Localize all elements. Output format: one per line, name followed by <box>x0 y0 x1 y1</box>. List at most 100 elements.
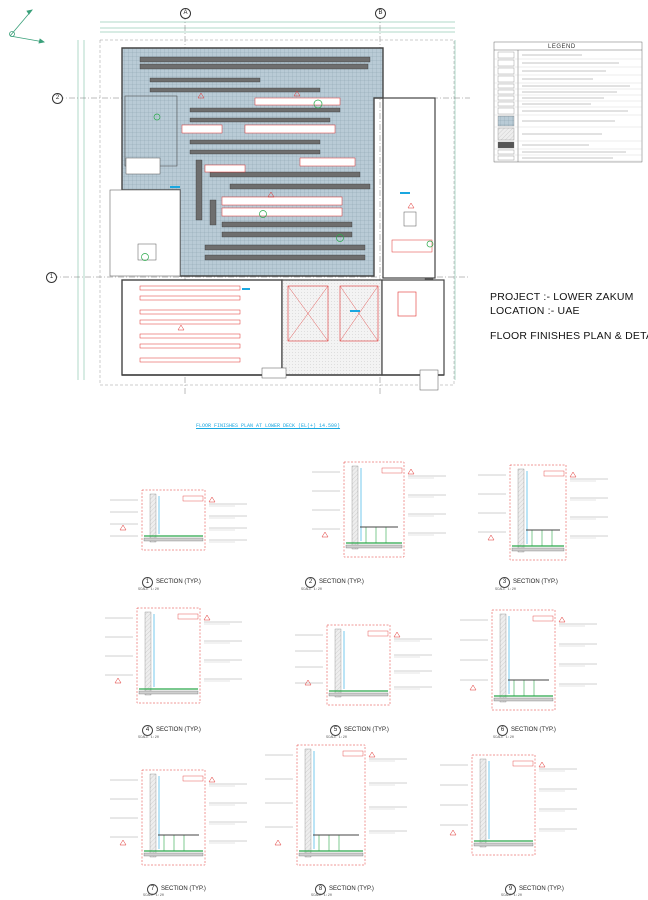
legend-swatch <box>497 95 515 101</box>
drawing-title: FLOOR FINISHES PLAN & DETAILS <box>490 330 648 342</box>
wall-hatch <box>479 758 487 848</box>
level-tag-icon <box>469 684 477 691</box>
section-detail-5 <box>295 624 432 706</box>
grid-bubble-1: 1 <box>46 272 57 283</box>
deck-slab <box>473 842 534 847</box>
legend-table <box>493 41 643 163</box>
room-label-box <box>381 467 403 474</box>
level-tag-icon <box>321 531 329 538</box>
section-detail-6 <box>460 609 597 711</box>
detail-boundary <box>141 489 206 551</box>
level-tag-icon <box>119 839 127 846</box>
section-scale-4: SCALE 1:20 <box>138 736 160 740</box>
detail-boundary <box>136 607 201 704</box>
room-label-box <box>342 750 364 757</box>
room-label-box <box>177 613 199 620</box>
legend-swatch <box>497 51 515 59</box>
level-tag-icon <box>487 534 495 541</box>
section-detail-3 <box>478 464 608 561</box>
legend-swatch <box>497 101 515 107</box>
level-tag-icon <box>538 761 546 768</box>
legend-title: LEGEND <box>548 44 576 50</box>
legend-swatch <box>497 127 515 141</box>
deck-slab <box>345 544 403 549</box>
section-scale-9: SCALE 1:20 <box>501 894 523 898</box>
detail-boundary <box>141 769 206 866</box>
section-scale-1: SCALE 1:20 <box>138 588 160 592</box>
legend-swatch <box>497 115 515 127</box>
deck-slab <box>511 547 565 552</box>
room-label-box <box>182 775 204 782</box>
project-location: LOCATION :- UAE <box>490 305 580 317</box>
room-label-box <box>367 630 389 637</box>
room-label-box <box>532 615 554 622</box>
legend-swatch <box>497 89 515 95</box>
level-tag-icon <box>368 751 376 758</box>
section-detail-8 <box>265 744 407 866</box>
deck-slab <box>493 697 554 702</box>
wall-hatch <box>351 465 359 550</box>
wall-hatch <box>144 611 152 696</box>
deck-slab <box>328 692 389 697</box>
grid-bubble-a: A <box>180 8 191 19</box>
room-label-box <box>543 470 565 477</box>
level-tag-icon <box>274 839 282 846</box>
legend-swatch <box>497 59 515 67</box>
wall-hatch <box>499 613 507 703</box>
section-scale-8: SCALE 1:20 <box>311 894 333 898</box>
legend-swatch <box>497 75 515 83</box>
room-label-box <box>512 760 534 767</box>
level-tag-icon <box>407 468 415 475</box>
section-details <box>105 461 608 866</box>
level-tag-icon <box>558 616 566 623</box>
detail-boundary <box>491 609 556 711</box>
deck-slab <box>138 690 199 695</box>
detail-boundary <box>296 744 366 866</box>
legend-swatch <box>497 67 515 75</box>
level-tag-icon <box>119 524 127 531</box>
section-detail-1 <box>110 489 247 551</box>
section-detail-9 <box>440 754 577 856</box>
level-tag-icon <box>208 776 216 783</box>
legend-swatch <box>497 107 515 115</box>
level-tag-icon <box>304 679 312 686</box>
legend-swatch <box>497 155 515 161</box>
wall-hatch <box>517 468 525 553</box>
plan-caption: FLOOR FINISHES PLAN AT LOWER DECK (EL(+)… <box>196 423 341 429</box>
detail-boundary <box>326 624 391 706</box>
section-detail-2 <box>312 461 446 558</box>
deck-slab <box>298 852 364 857</box>
section-detail-7 <box>110 769 247 866</box>
floor-plan <box>52 14 470 395</box>
level-tag-icon <box>203 614 211 621</box>
section-scale-6: SCALE 1:20 <box>493 736 515 740</box>
grid-bubble-2: 2 <box>52 93 63 104</box>
wall-hatch <box>149 493 157 543</box>
section-scale-5: SCALE 1:20 <box>326 736 348 740</box>
level-tag-icon <box>114 677 122 684</box>
deck-slab <box>143 537 204 542</box>
section-scale-2: SCALE 1:20 <box>301 588 323 592</box>
grid-bubble-b: B <box>375 8 386 19</box>
legend-swatch <box>497 83 515 89</box>
deck-slab <box>143 852 204 857</box>
north-arrow-icon <box>9 9 45 44</box>
project-name: PROJECT :- LOWER ZAKUM <box>490 291 634 303</box>
section-scale-3: SCALE 1:20 <box>495 588 517 592</box>
legend-rows <box>494 51 642 162</box>
level-tag-icon <box>449 829 457 836</box>
section-scale-7: SCALE 1:20 <box>143 894 165 898</box>
legend-swatch <box>497 141 515 149</box>
wall-hatch <box>304 748 312 858</box>
level-tag-icon <box>569 471 577 478</box>
